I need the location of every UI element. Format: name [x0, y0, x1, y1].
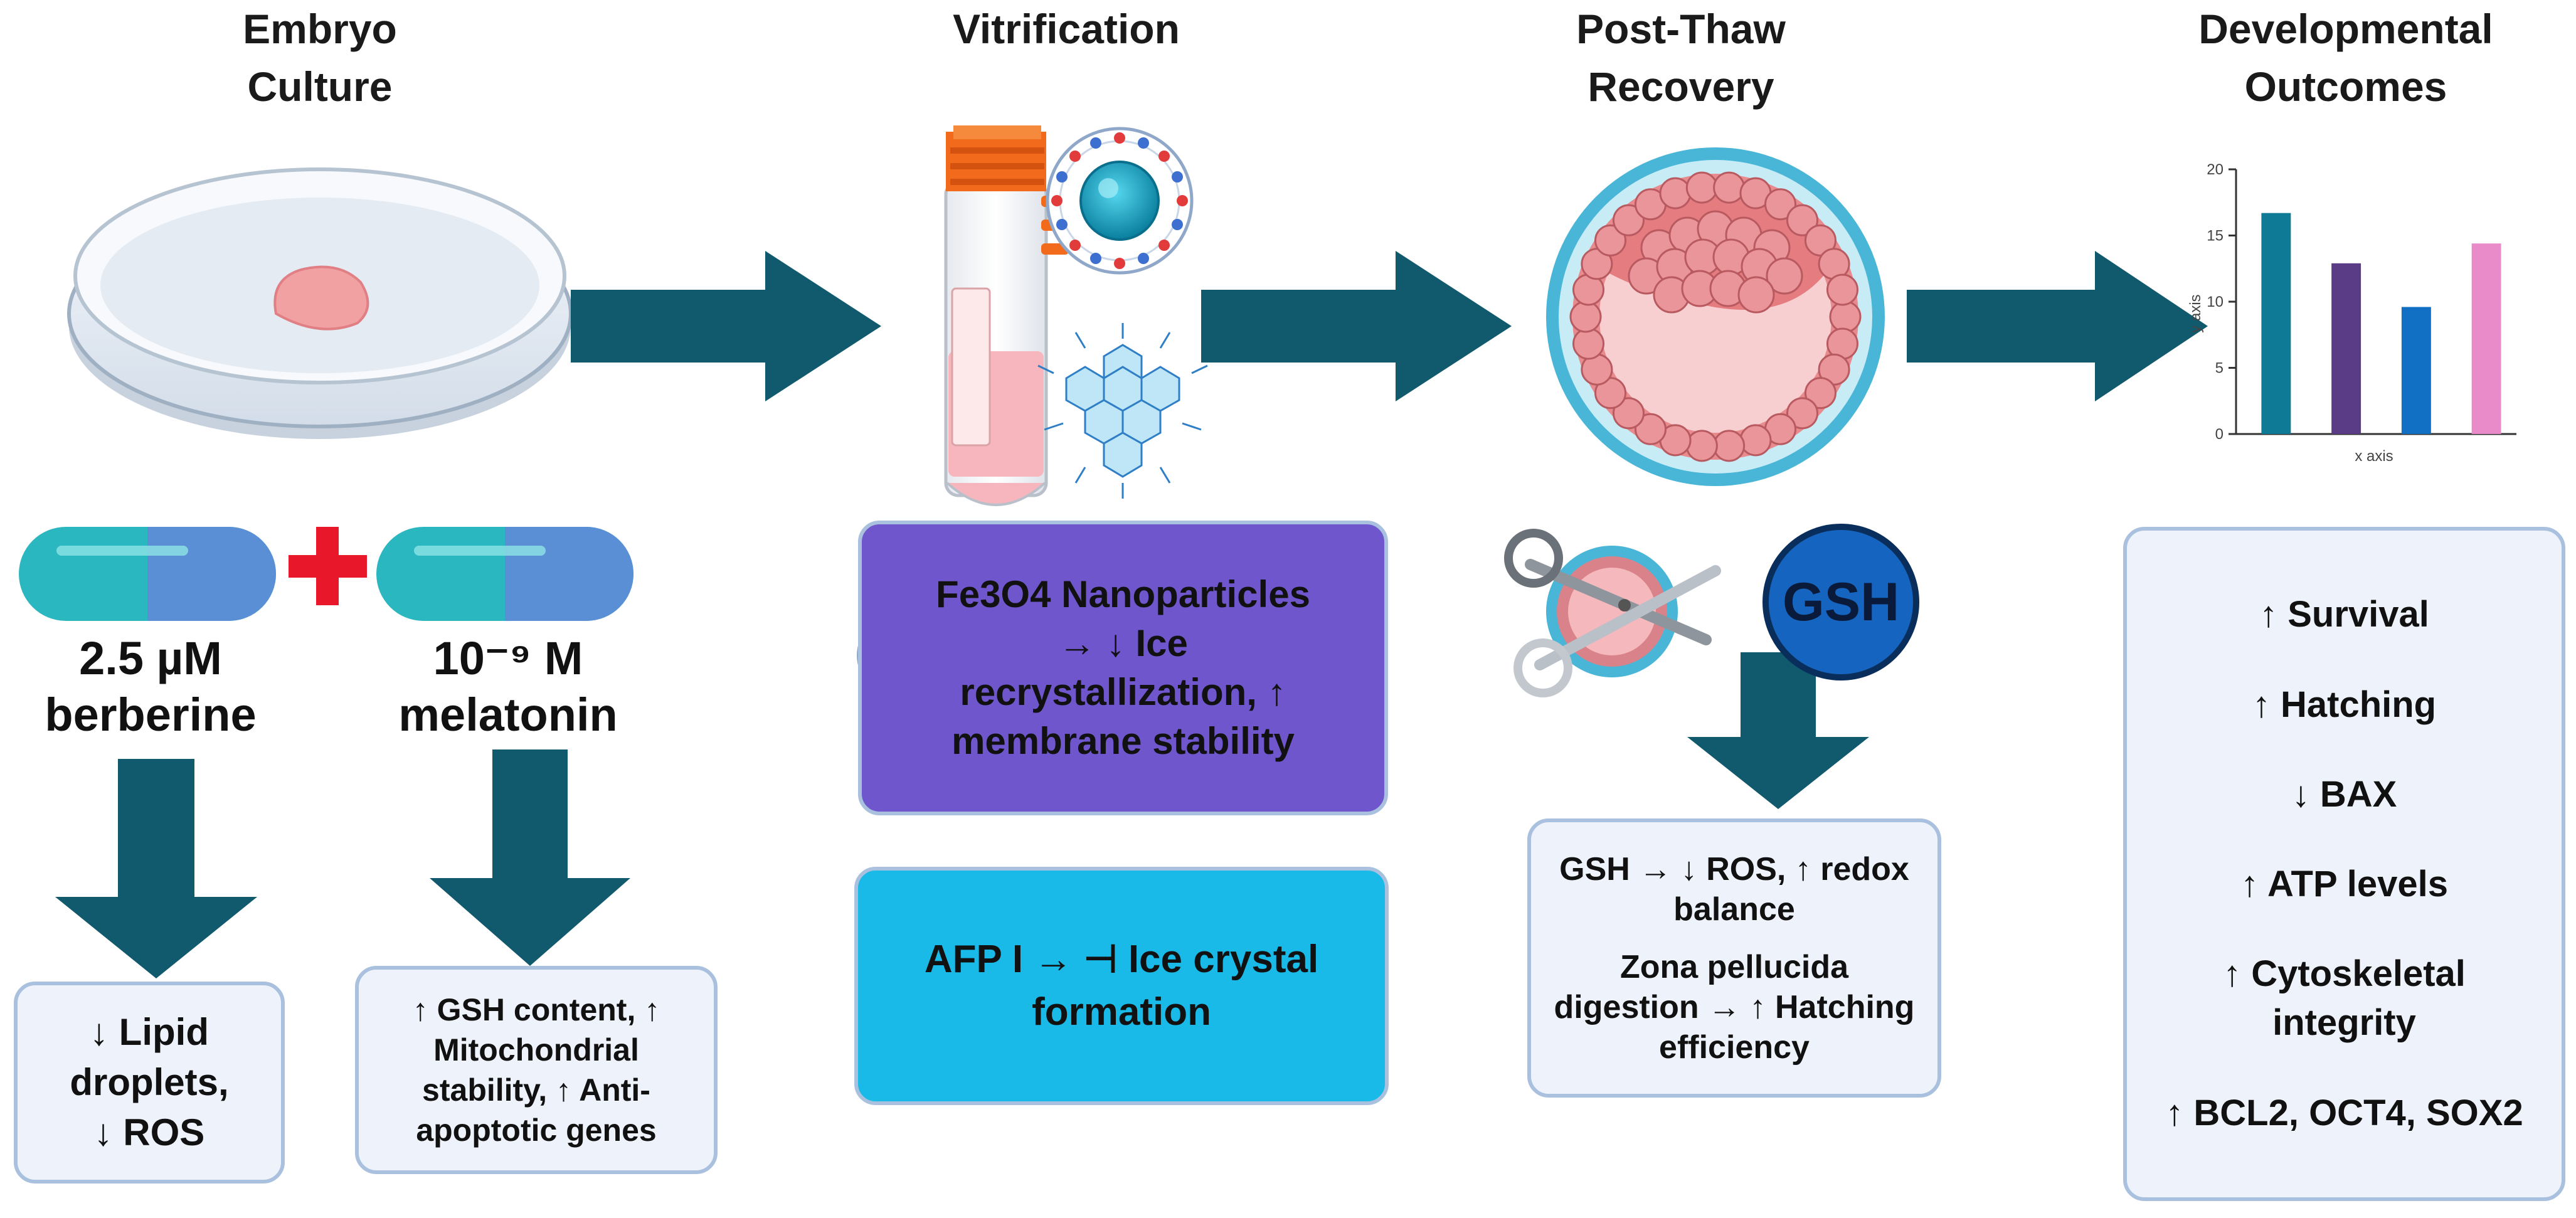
outcome-item: ↑ Survival	[2259, 594, 2429, 635]
gsh-badge-icon	[1762, 524, 1919, 680]
melatonin-effects-box: ↑ GSH content, ↑ Mitochondrial stability…	[355, 966, 718, 1174]
title-line: Outcomes	[2244, 63, 2447, 110]
chart-bar	[2331, 263, 2361, 434]
capsule-icon	[19, 527, 276, 621]
trophectoderm-cell	[1594, 224, 1627, 257]
title-embryo-culture: Embryo Culture	[169, 0, 470, 115]
arrow-right-icon	[1907, 251, 2208, 401]
arrow-right-icon	[1201, 251, 1512, 401]
title-line: Recovery	[1587, 63, 1774, 110]
outcome-line: ↑ Cytoskeletal	[2223, 953, 2466, 995]
berberine-dose-label: 2.5 µM berberine	[13, 630, 289, 743]
box-line: AFP I → ⊣ Ice crystal	[924, 938, 1319, 981]
trophectoderm-cell	[1612, 204, 1645, 236]
dose-line: melatonin	[398, 689, 618, 741]
inner-cell-mass-cell	[1737, 276, 1775, 314]
dose-line: berberine	[45, 689, 257, 741]
title-developmental-outcomes: Developmental Outcomes	[2158, 0, 2534, 115]
trophectoderm-cell	[1786, 397, 1819, 430]
gsh-badge-label: GSH	[1782, 572, 1900, 632]
trophectoderm-cell	[1635, 413, 1667, 445]
title-line: Post-Thaw	[1576, 6, 1786, 52]
arrow-down-icon	[55, 759, 257, 978]
trophectoderm-cell	[1659, 177, 1692, 209]
gsh-effects-box: GSH → ↓ ROS, ↑ redox balance Zona pelluc…	[1527, 818, 1941, 1098]
arrow-down-icon	[1687, 652, 1869, 809]
trophectoderm-cell	[1572, 327, 1605, 360]
fe3o4-nanoparticles-box: Fe3O4 Nanoparticles → ↓ Ice recrystalliz…	[858, 521, 1388, 815]
nanoparticle-icon	[1046, 127, 1194, 275]
outcome-item: ↑ BCL2, OCT4, SOX2	[2165, 1092, 2523, 1133]
outcome-item: ↑ ATP levels	[2240, 864, 2448, 905]
plus-icon	[289, 527, 367, 605]
ice-crystal-icon	[1037, 323, 1208, 499]
box-line: formation	[1032, 990, 1211, 1034]
box-line: Mitochondrial	[433, 1032, 639, 1067]
chart-y-label: y axis	[2187, 294, 2204, 332]
box-line: ↓ ROS	[93, 1111, 205, 1153]
box-line: Fe3O4 Nanoparticles	[936, 573, 1310, 615]
title-line: Vitrification	[953, 6, 1180, 52]
box-line: apoptotic genes	[416, 1113, 657, 1148]
chart-y-tick-label: 10	[2207, 294, 2224, 310]
box-line: Zona pellucida	[1619, 948, 1849, 985]
title-post-thaw: Post-Thaw Recovery	[1505, 0, 1857, 115]
melatonin-dose-label: 10⁻⁹ M melatonin	[370, 630, 646, 743]
box-line: recrystallization, ↑	[960, 671, 1286, 713]
arrow-right-icon	[571, 251, 881, 401]
chart-y-tick-label: 0	[2215, 426, 2224, 443]
trophectoderm-cell	[1569, 300, 1602, 333]
box-line: ↓ Lipid	[90, 1011, 209, 1053]
chart-x-label: x axis	[2355, 448, 2393, 465]
box-line: balance	[1673, 891, 1795, 928]
title-line: Embryo	[243, 6, 397, 52]
trophectoderm-cell	[1685, 430, 1718, 462]
box-line: GSH → ↓ ROS, ↑ redox	[1559, 850, 1909, 887]
dose-line: 2.5 µM	[79, 632, 222, 684]
box-line: droplets,	[70, 1061, 229, 1103]
arrow-down-icon	[430, 749, 630, 966]
title-line: Developmental	[2198, 6, 2493, 52]
trophectoderm-cell	[1786, 204, 1819, 236]
mini-bar-chart: y axis x axis 0 5 10 15 20	[2187, 161, 2516, 465]
box-line: → ↓ Ice	[1058, 622, 1188, 664]
box-line: stability, ↑ Anti-	[422, 1072, 650, 1108]
outcomes-box: ↑ Survival ↑ Hatching ↓ BAX ↑ ATP levels…	[2123, 527, 2565, 1201]
chart-bar	[2401, 307, 2431, 434]
chart-bar	[2471, 243, 2501, 434]
scissors-icon	[1504, 529, 1721, 697]
box-line: membrane stability	[951, 720, 1295, 762]
trophectoderm-cell	[1826, 273, 1858, 306]
box-line: digestion → ↑ Hatching	[1554, 988, 1915, 1025]
title-vitrification: Vitrification	[866, 0, 1267, 58]
outcome-line: integrity	[2272, 1002, 2416, 1044]
inner-cell-mass-cell	[1766, 257, 1803, 295]
chart-y-tick-label: 5	[2215, 360, 2224, 377]
cryovial-icon	[944, 125, 1069, 506]
box-line: efficiency	[1659, 1029, 1810, 1066]
title-line: Culture	[247, 63, 393, 110]
box-line: ↑ GSH content, ↑	[412, 992, 660, 1027]
trophectoderm-cell	[1685, 171, 1718, 204]
trophectoderm-cell	[1713, 171, 1746, 204]
blastocyst-icon	[1546, 147, 1885, 486]
outcome-item: ↓ BAX	[2291, 773, 2397, 815]
petri-dish-icon	[67, 167, 573, 439]
trophectoderm-cell	[1829, 300, 1862, 333]
trophectoderm-cell	[1804, 377, 1837, 410]
berberine-effects-box: ↓ Lipid droplets, ↓ ROS	[14, 982, 285, 1184]
capsule-icon	[376, 527, 633, 621]
trophectoderm-cell	[1764, 188, 1796, 221]
chart-y-tick-label: 20	[2207, 161, 2224, 178]
afp-box: AFP I → ⊣ Ice crystal formation	[854, 867, 1389, 1105]
dose-line: 10⁻⁹ M	[433, 632, 583, 684]
chart-bar	[2261, 213, 2291, 434]
trophectoderm-cell	[1713, 430, 1746, 462]
outcome-item: ↑ Hatching	[2252, 684, 2437, 725]
trophectoderm-cell	[1739, 424, 1772, 457]
outcome-item: ↑ Cytoskeletal integrity	[2223, 950, 2466, 1047]
trophectoderm-cell	[1612, 397, 1645, 430]
chart-y-tick-label: 15	[2207, 228, 2224, 245]
